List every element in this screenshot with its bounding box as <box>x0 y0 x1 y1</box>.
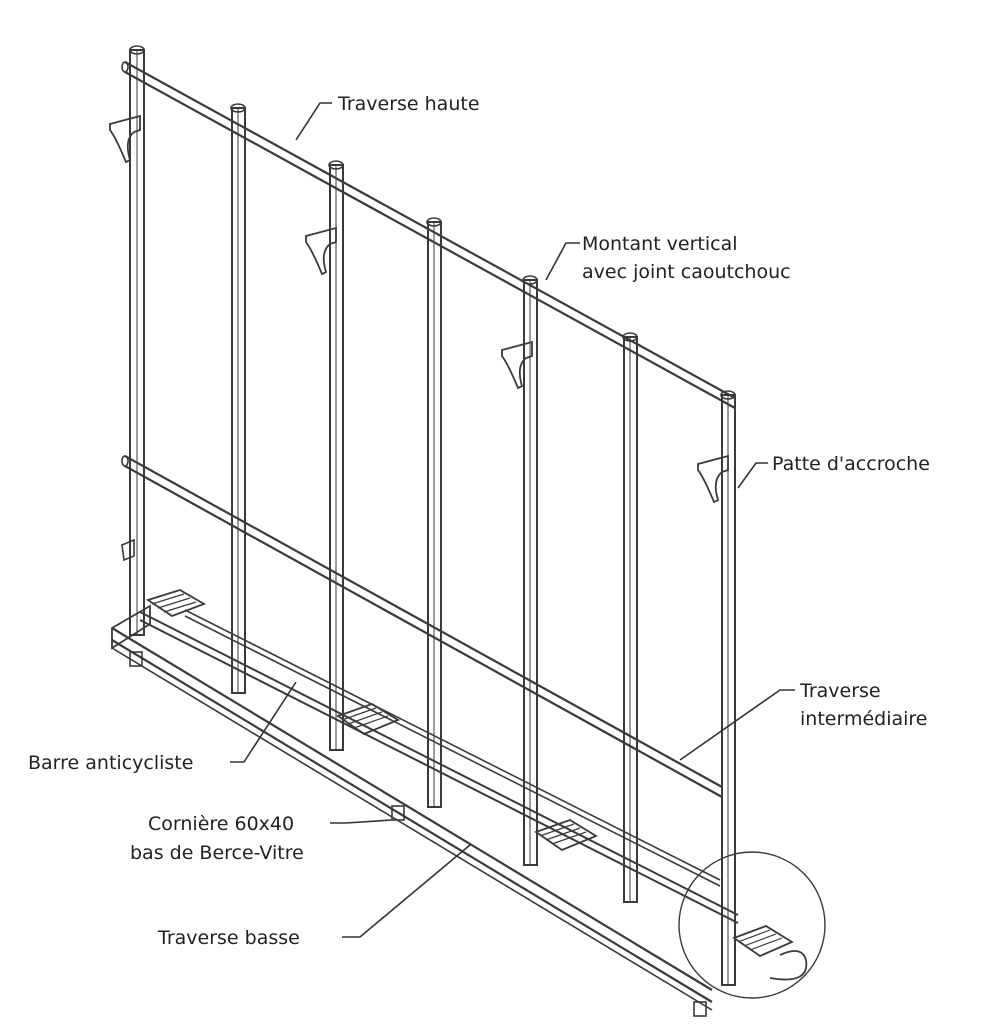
pad-3 <box>534 819 598 852</box>
label-montant-line2: avec joint caoutchouc <box>582 261 791 283</box>
leader-lines <box>230 102 795 938</box>
vertical-posts <box>129 45 736 986</box>
bracket-4 <box>697 454 729 504</box>
bracket-1 <box>109 114 141 164</box>
pad-2 <box>336 703 400 736</box>
bracket-3 <box>501 340 533 390</box>
label-traverse-basse: Traverse basse <box>157 927 300 949</box>
label-corniere-line1: Cornière 60x40 <box>148 813 294 835</box>
base-pads <box>129 589 808 1017</box>
label-patte: Patte d'accroche <box>772 453 930 475</box>
label-corniere-line2: bas de Berce-Vitre <box>130 842 304 864</box>
base-frame <box>111 604 739 1011</box>
label-traverse-inter-line1: Traverse <box>799 680 881 702</box>
label-traverse-haute: Traverse haute <box>337 93 480 115</box>
pad-1 <box>145 589 207 618</box>
labels: Traverse haute Montant vertical avec joi… <box>28 93 930 949</box>
label-traverse-inter-line2: intermédiaire <box>800 708 927 730</box>
detail-circle <box>678 851 826 999</box>
top-rail <box>121 61 736 409</box>
pad-4 <box>732 925 794 958</box>
hanging-brackets <box>109 114 729 562</box>
bracket-2 <box>305 226 337 276</box>
label-barre: Barre anticycliste <box>28 752 193 774</box>
label-montant-line1: Montant vertical <box>582 233 738 255</box>
middle-rail <box>121 455 723 798</box>
